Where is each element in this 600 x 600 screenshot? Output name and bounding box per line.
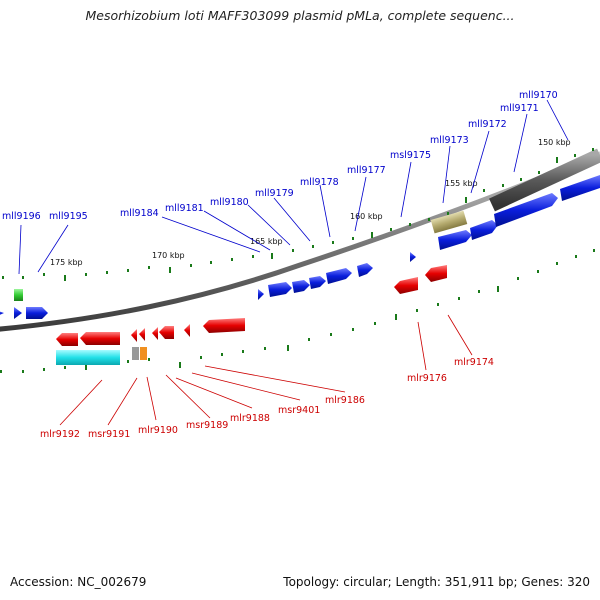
gene-arrow[interactable]: [258, 289, 264, 300]
olive-feature[interactable]: [430, 210, 468, 234]
gene-label-forward[interactable]: mll9196: [2, 211, 41, 222]
gene-arrow[interactable]: [470, 220, 498, 240]
gene-arrow[interactable]: [410, 252, 416, 262]
gene-label-forward[interactable]: msl9175: [390, 150, 431, 161]
kbp-label-165: 165 kbp: [250, 237, 283, 246]
gene-label-forward[interactable]: mll9181: [165, 203, 204, 214]
gene-arrow[interactable]: [139, 328, 145, 341]
gene-label-reverse[interactable]: msr9191: [88, 429, 130, 440]
gene-label-forward[interactable]: mll9179: [255, 188, 294, 199]
kbp-label-150: 150 kbp: [538, 138, 571, 147]
gene-arrow[interactable]: [152, 327, 158, 340]
orange-feature[interactable]: [140, 347, 147, 360]
cyan-feature[interactable]: [56, 350, 120, 365]
gray-feature[interactable]: [132, 347, 139, 360]
gene-arrow[interactable]: [56, 333, 78, 346]
gene-label-forward[interactable]: mll9170: [519, 90, 558, 101]
gene-arrow[interactable]: [357, 263, 373, 277]
gene-arrow[interactable]: [394, 277, 418, 294]
gene-arrow[interactable]: [159, 326, 174, 339]
gene-label-forward[interactable]: mll9178: [300, 177, 339, 188]
gene-arrow[interactable]: [560, 175, 600, 201]
outer-tick-ring: [2, 148, 594, 281]
kbp-label-155: 155 kbp: [445, 179, 478, 188]
gene-label-reverse[interactable]: mlr9176: [407, 373, 447, 384]
summary-text: Topology: circular; Length: 351,911 bp; …: [283, 575, 590, 589]
gene-arrow[interactable]: [438, 230, 472, 250]
gene-label-reverse[interactable]: mlr9174: [454, 357, 494, 368]
gene-label-forward[interactable]: mll9180: [210, 197, 249, 208]
reverse-gene-arrows[interactable]: [56, 265, 447, 346]
gene-label-forward[interactable]: mll9172: [468, 119, 507, 130]
gene-label-reverse[interactable]: mlr9190: [138, 425, 178, 436]
gene-arrow[interactable]: [309, 276, 326, 289]
gene-arrow[interactable]: [326, 268, 352, 284]
gene-label-forward[interactable]: mll9171: [500, 103, 539, 114]
gene-label-reverse[interactable]: msr9401: [278, 405, 320, 416]
forward-leader-lines: [18, 99, 569, 275]
gene-label-reverse[interactable]: msr9189: [186, 420, 228, 431]
gene-label-forward[interactable]: mll9184: [120, 208, 159, 219]
gene-arrow[interactable]: [0, 310, 4, 317]
forward-gene-arrows[interactable]: [0, 175, 600, 319]
gene-label-reverse[interactable]: mlr9186: [325, 395, 365, 406]
backbone-dark-segment: [489, 148, 600, 212]
gene-label-forward[interactable]: mll9177: [347, 165, 386, 176]
accession-text: Accession: NC_002679: [10, 575, 147, 589]
gene-label-reverse[interactable]: mlr9192: [40, 429, 80, 440]
reverse-leader-lines: [59, 314, 473, 426]
gene-label-forward[interactable]: mll9195: [49, 211, 88, 222]
inner-tick-ring: [0, 249, 595, 373]
kbp-label-160: 160 kbp: [350, 212, 383, 221]
gene-arrow[interactable]: [26, 307, 48, 319]
gene-label-forward[interactable]: mll9173: [430, 135, 469, 146]
gene-label-reverse[interactable]: mlr9188: [230, 413, 270, 424]
gene-arrow[interactable]: [425, 265, 447, 282]
map-title: Mesorhizobium loti MAFF303099 plasmid pM…: [85, 8, 515, 23]
gene-arrow[interactable]: [203, 318, 245, 333]
gene-arrow[interactable]: [292, 280, 310, 293]
gene-arrow[interactable]: [131, 329, 137, 342]
kbp-label-175: 175 kbp: [50, 258, 83, 267]
gene-arrow[interactable]: [268, 282, 292, 297]
green-feature[interactable]: [14, 289, 23, 301]
kbp-label-170: 170 kbp: [152, 251, 185, 260]
gene-arrow[interactable]: [80, 332, 120, 345]
gene-arrow[interactable]: [494, 193, 558, 227]
gene-arrow[interactable]: [184, 324, 190, 337]
gene-arrow[interactable]: [14, 307, 22, 319]
